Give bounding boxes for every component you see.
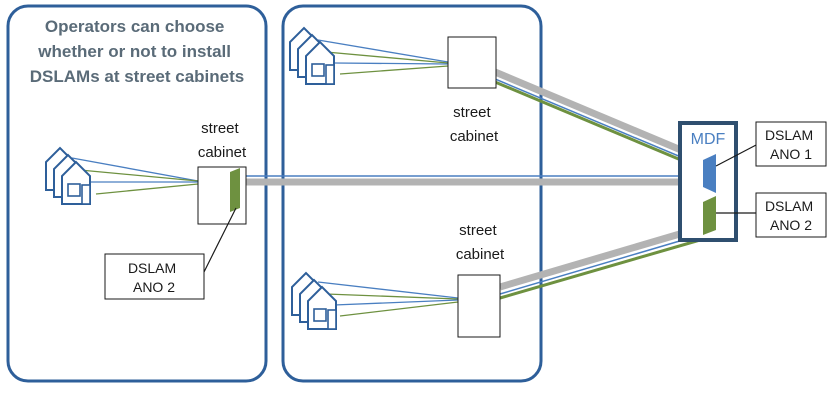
dslam-icon-ano2 [703,196,716,235]
dslam-icon-cabinet [230,168,240,212]
house-icon-group-middle-top [289,27,335,85]
left-panel [6,4,268,383]
callout-dslam-ano2-box [104,253,205,300]
heading-line-1: Operators can choose [45,17,225,36]
callout-dslam-ano2-mdf-box [755,192,827,238]
house-icon-group-middle-bottom [291,272,337,330]
street-cabinet-left-label: street cabinet [198,120,247,161]
heading-line-2: whether or not to install [37,42,231,61]
dslam-icon-ano1 [703,154,716,193]
callout-pointer [203,207,237,273]
callout-dslam-ano2-text: DSLAM ANO 2 [128,260,180,295]
house-icon-group-left [45,147,91,205]
heading-line-3: DSLAMs at street cabinets [30,67,244,86]
middle-panel [281,4,543,383]
street-cabinet-middle-top [447,36,497,89]
callout-pointer-ano1 [715,143,759,167]
street-cabinet-middle-bottom [457,274,501,338]
trunk-lines [238,60,702,300]
street-cabinet-middle-top-label: street cabinet [450,104,499,145]
callout-dslam-ano2-mdf-text: DSLAM ANO 2 [765,198,817,233]
callout-dslam-ano1-text: DSLAM ANO 1 [765,127,817,162]
mdf-label: MDF [691,131,726,148]
drop-lines [71,39,459,317]
left-panel-heading: Operators can choose whether or not to i… [30,17,244,86]
street-cabinet-middle-bottom-label: street cabinet [456,222,505,263]
callout-dslam-ano1-box [755,121,827,167]
